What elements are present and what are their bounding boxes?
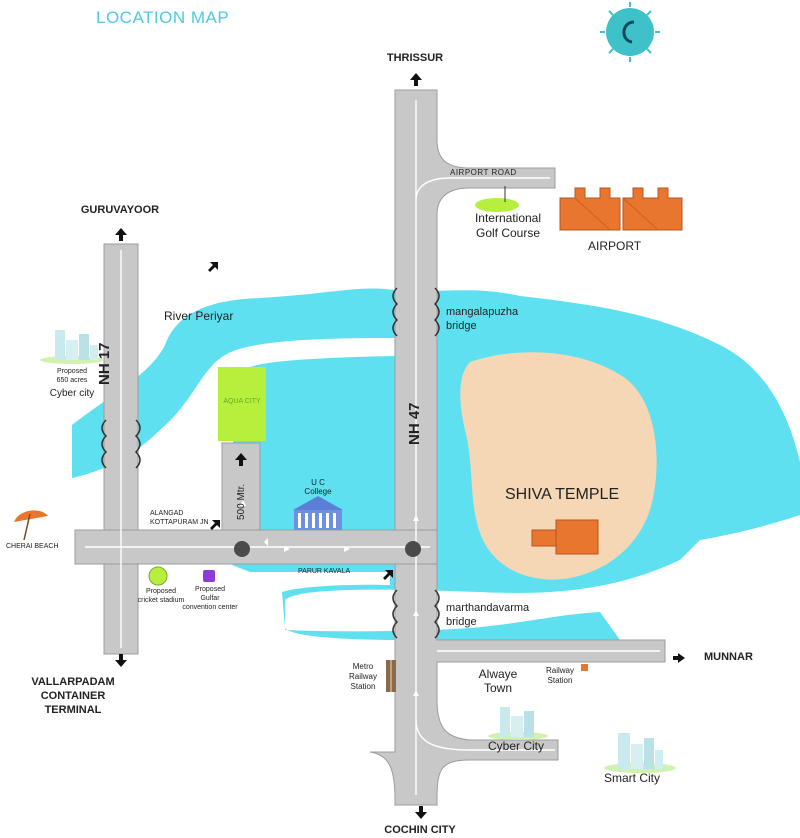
convention-label-3: convention center xyxy=(182,604,238,611)
junction-dot xyxy=(234,541,250,557)
smart-city-label: Smart City xyxy=(604,771,661,785)
nh47-label: NH 47 xyxy=(406,402,423,445)
convention-label-1: Proposed xyxy=(195,586,225,593)
uc-college-label-2: College xyxy=(304,487,332,496)
metro-station-icon xyxy=(386,660,396,692)
bridge2-label-1: marthandavarma xyxy=(446,602,530,614)
alangad-label-1: ALANGAD xyxy=(150,510,184,517)
aqua-city-label: AQUA CITY xyxy=(223,398,261,405)
stadium-icon xyxy=(148,566,168,586)
direction-south: COCHIN CITY xyxy=(384,824,456,836)
convention-icon xyxy=(203,570,215,582)
temple-building-icon xyxy=(531,519,599,555)
railway-label-2: Station xyxy=(547,676,573,685)
arrow-icon xyxy=(115,73,685,819)
direction-southwest-1: VALLARPADAM xyxy=(31,676,115,688)
map-title: LOCATION MAP xyxy=(96,8,230,27)
aqua-city-block xyxy=(218,367,266,441)
bridge1-label-2: bridge xyxy=(446,320,477,332)
golf-course-label-2: Golf Course xyxy=(475,226,541,240)
building-icon xyxy=(40,330,676,773)
bridge1-label-1: mangalapuzha xyxy=(446,306,519,318)
metro-label-2: Railway xyxy=(348,672,377,681)
cyber-proposed-label-3: Cyber city xyxy=(49,388,95,399)
airport-label: AIRPORT xyxy=(588,239,642,253)
golf-course-icon xyxy=(475,198,519,212)
stadium-label-1: Proposed xyxy=(146,588,176,595)
golf-course-label-1: International xyxy=(474,211,542,225)
direction-north: THRISSUR xyxy=(386,52,444,64)
junction-dot xyxy=(405,541,421,557)
parur-label: PARUR KAVALA xyxy=(298,568,351,575)
alwaye-label-2: Town xyxy=(483,681,512,695)
distance-label: 500 Mtr. xyxy=(236,483,247,520)
cyber-city-label: Cyber City xyxy=(488,739,545,753)
railway-icon xyxy=(581,664,588,671)
direction-northwest: GURUVAYOOR xyxy=(80,204,160,216)
alangad-label-2: KOTTAPURAM JN xyxy=(150,519,209,526)
direction-southwest-2: CONTAINER xyxy=(40,690,106,702)
river-label: River Periyar xyxy=(164,309,234,323)
umbrella-icon xyxy=(14,510,48,541)
uc-college-label-1: U C xyxy=(311,478,325,487)
airport-building-icon xyxy=(559,187,683,231)
airport-road-label: AIRPORT ROAD xyxy=(450,168,517,177)
cherai-label: CHERAI BEACH xyxy=(6,543,59,550)
stadium-label-2: cricket stadium xyxy=(137,597,185,604)
direction-southwest-3: TERMINAL xyxy=(44,704,102,716)
cyber-proposed-label-2: 650 acres xyxy=(56,377,88,384)
metro-label-1: Metro xyxy=(352,662,374,671)
railway-label-1: Railway xyxy=(545,666,574,675)
metro-label-3: Station xyxy=(350,682,376,691)
direction-east: MUNNAR xyxy=(704,651,753,663)
college-icon xyxy=(293,496,343,530)
bridge2-label-2: bridge xyxy=(446,616,477,628)
alwaye-label-1: Alwaye xyxy=(478,667,518,681)
temple-area xyxy=(460,352,657,580)
convention-label-2: Gulfar xyxy=(200,595,220,602)
nh47-road xyxy=(369,89,666,806)
cyber-proposed-label-1: Proposed xyxy=(57,368,87,375)
compass-icon xyxy=(600,2,660,62)
temple-label: SHIVA TEMPLE xyxy=(505,486,620,503)
